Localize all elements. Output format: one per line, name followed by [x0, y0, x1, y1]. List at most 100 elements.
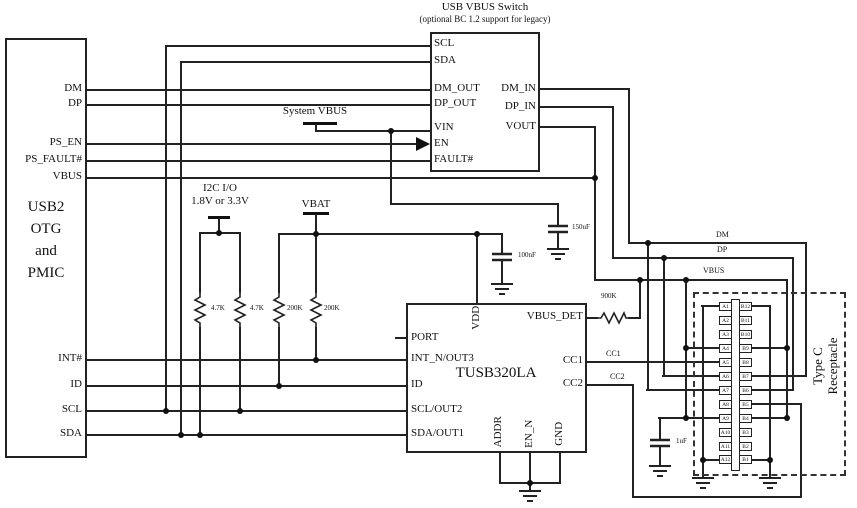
vbat-power-bar [303, 212, 329, 215]
wire-a6 [662, 375, 720, 377]
junction-b9 [784, 345, 790, 351]
tusb-pin-addr: ADDR [492, 416, 505, 448]
tusb-pin-scl-out2: SCL/OUT2 [411, 403, 463, 415]
wire-r-int-top [315, 233, 317, 293]
switch-pin-dm-out: DM_OUT [434, 82, 480, 94]
receptacle-pin-a5: A5 [719, 358, 732, 367]
vbat-label: VBAT [301, 198, 331, 210]
tusb-title: TUSB320LA [455, 365, 537, 381]
wire-gnd-right-col [769, 305, 771, 477]
resistor-int-value: 200K [324, 304, 340, 312]
receptacle-pin-b2: B2 [739, 442, 752, 451]
receptacle-pin-b6: B6 [739, 386, 752, 395]
junction-scl-vert [163, 408, 169, 414]
wire-scl-rail [86, 410, 406, 412]
wire-system-vbus [315, 130, 431, 132]
wire-r-sda-top [199, 232, 201, 293]
wire-gnd-left-col [702, 305, 704, 477]
switch-pin-scl: SCL [434, 37, 455, 49]
wire-vbusdet-b [628, 317, 641, 319]
wire-b5 [751, 403, 802, 405]
receptacle-pin-a9: A9 [719, 414, 732, 423]
receptacle-pin-b12: B12 [739, 302, 752, 311]
junction-vbat-rail [313, 231, 319, 237]
switch-pin-dp-out: DP_OUT [434, 97, 477, 109]
receptacle-pin-a2: A2 [719, 316, 732, 325]
resistor-id-200k [272, 293, 286, 327]
wire-dm-in [539, 88, 630, 90]
usb2-pin-vbus: VBUS [52, 170, 82, 182]
tusb-pin-int-n: INT_N/OUT3 [411, 352, 474, 364]
wire-dm-in-down [628, 88, 630, 244]
wire-100nf-bottom [501, 261, 503, 283]
junction-enn-gnd [527, 480, 533, 486]
tusb-pin-cc2: CC2 [562, 377, 583, 389]
wire-ps-fault [86, 160, 431, 162]
junction-vdd-rail [474, 231, 480, 237]
vbat-power-stem [315, 214, 317, 234]
receptacle-dashed-box [693, 292, 846, 476]
resistor-scl-value: 4.7K [250, 304, 264, 312]
wire-label-cc1: CC1 [606, 349, 621, 358]
i2c-power-bar [208, 216, 230, 219]
receptacle-label-line2: Receptacle [825, 337, 840, 395]
tusb-pin-sda-out1: SDA/OUT1 [411, 427, 465, 439]
wire-100nf-top [501, 233, 503, 253]
resistor-sda-value: 4.7K [211, 304, 225, 312]
usb2-pin-dm: DM [64, 82, 82, 94]
receptacle-pin-a4: A4 [719, 344, 732, 353]
junction-sda-vert [178, 432, 184, 438]
tusb-pin-cc1: CC1 [562, 354, 583, 366]
wire-dp-to-b6 [792, 257, 794, 391]
usb2-block-title-line1: USB2 [27, 199, 65, 215]
usb2-pin-ps-fault: PS_FAULT# [25, 153, 82, 165]
junction-vbus-900k [637, 277, 643, 283]
wire-900k-up [639, 279, 641, 319]
usb2-otg-pmic-block [5, 38, 87, 458]
wire-a7 [646, 389, 720, 391]
switch-pin-fault: FAULT# [434, 153, 474, 165]
receptacle-pin-a1: A1 [719, 302, 732, 311]
junction-a9 [683, 415, 689, 421]
wire-a12 [701, 459, 720, 461]
wire-cc2-bottom [632, 496, 802, 498]
wire-150uf-bottom [557, 233, 559, 248]
wire-b12 [751, 305, 771, 307]
ground-tusb [519, 490, 541, 502]
receptacle-tongue [731, 299, 740, 471]
vbus-switch-title: USB VBUS Switch [441, 1, 529, 13]
capacitor-150uf [548, 224, 568, 234]
wire-cc1 [586, 361, 720, 363]
receptacle-pin-a10: A10 [719, 428, 732, 437]
wire-vout [539, 126, 596, 128]
junction-i2c-rail [216, 230, 222, 236]
wire-dp-label-run [612, 257, 794, 259]
i2c-io-label-line2: 1.8V or 3.3V [191, 195, 249, 207]
receptacle-pin-a6: A6 [719, 372, 732, 381]
junction-a4 [683, 345, 689, 351]
wire-label-dp: DP [717, 245, 728, 254]
tusb-pin-gnd: GND [553, 421, 566, 446]
receptacle-pin-b9: B9 [739, 344, 752, 353]
wire-label-dm: DM [716, 230, 729, 239]
usb2-block-title-line2: OTG [30, 221, 62, 237]
tusb320la-block [406, 303, 587, 453]
receptacle-pin-a7: A7 [719, 386, 732, 395]
tusb-pin-port: PORT [411, 331, 439, 343]
wire-scl-up [165, 45, 167, 412]
switch-pin-vout: VOUT [505, 120, 536, 132]
system-vbus-stem [315, 124, 317, 132]
wire-label-vbus: VBUS [703, 266, 725, 275]
junction-dp-a6 [661, 255, 667, 261]
wire-r-id-bottom [278, 327, 280, 387]
wire-ps-en [86, 143, 419, 145]
junction-b1-gnd [767, 457, 773, 463]
usb2-pin-int: INT# [58, 352, 82, 364]
wire-dp-to-a6 [663, 257, 665, 377]
resistor-int-200k [309, 293, 323, 327]
junction-dm-a7 [645, 240, 651, 246]
receptacle-pin-a11: A11 [719, 442, 732, 451]
wire-addr-down [499, 452, 501, 484]
usb2-block-title-line3: and [35, 243, 57, 259]
